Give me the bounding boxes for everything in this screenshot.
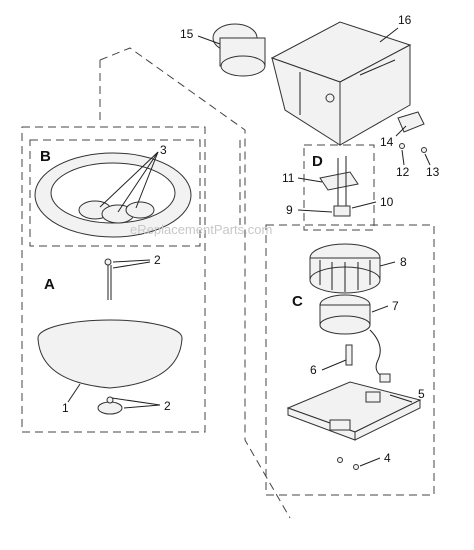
housing-box [270, 21, 412, 146]
callout-6: 6 [310, 363, 317, 377]
motor [319, 294, 391, 383]
callout-3: 3 [160, 143, 167, 157]
section-label-d: D [312, 153, 323, 170]
blower-wheel [309, 243, 381, 294]
callout-10: 10 [380, 195, 394, 209]
duct-connector [212, 23, 266, 77]
section-c-frame [265, 224, 435, 496]
screws [337, 457, 359, 470]
section-label-a: A [44, 276, 55, 293]
callout-11: 11 [282, 171, 295, 185]
motor-plate [345, 344, 353, 366]
light-base-pan [34, 152, 192, 238]
globe-and-rod [37, 258, 183, 415]
fan-housing-bottom [286, 381, 422, 441]
watermark-text: eReplacementParts.com [130, 222, 272, 237]
callout-13: 13 [426, 165, 440, 179]
section-d-frame [303, 144, 375, 231]
section-a-frame [21, 126, 206, 433]
callout-7: 7 [392, 299, 399, 313]
callout-2-bottom: 2 [164, 399, 171, 413]
section-label-c: C [292, 293, 303, 310]
section-label-b: B [40, 148, 51, 165]
wiring-plate [319, 156, 359, 217]
callout-8: 8 [400, 255, 407, 269]
callout-15: 15 [180, 27, 194, 41]
callout-9: 9 [286, 203, 293, 217]
junction-bracket [397, 111, 427, 153]
section-b-frame [29, 139, 201, 247]
leader-lines [67, 27, 431, 467]
callout-12: 12 [396, 165, 410, 179]
callout-1: 1 [62, 401, 69, 415]
callout-4: 4 [384, 451, 391, 465]
callout-14: 14 [380, 135, 394, 149]
callout-16: 16 [398, 13, 412, 27]
callout-5: 5 [418, 387, 425, 401]
callout-2-top: 2 [154, 253, 161, 267]
dashed-assembly-outline [99, 47, 291, 519]
